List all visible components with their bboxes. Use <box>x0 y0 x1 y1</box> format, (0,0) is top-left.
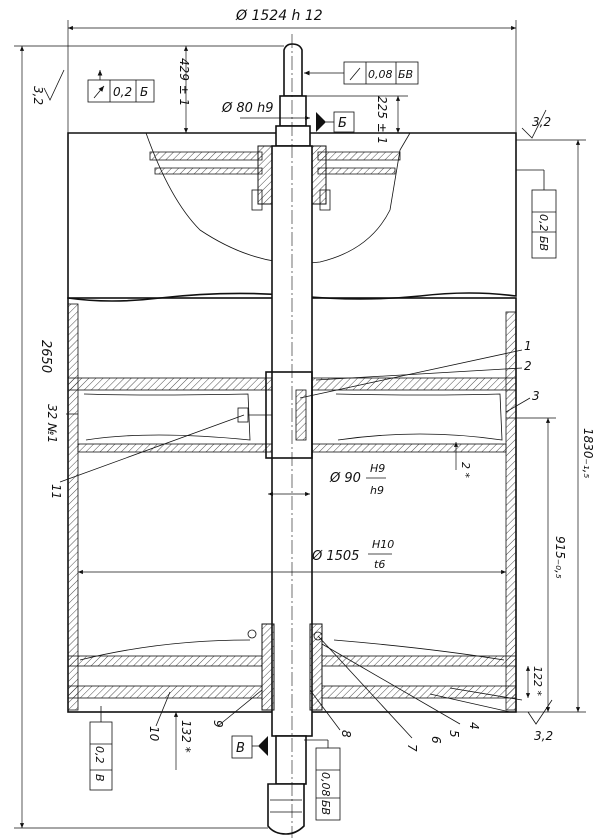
callout-11: 11 <box>49 484 63 499</box>
lower-disc <box>67 623 517 711</box>
tol-bottom-left-value: 0,2 <box>93 746 106 764</box>
callout-9: 9 <box>211 720 225 728</box>
bottom-offset-label: 132 * <box>179 720 193 753</box>
tol-bottom-left-datum: В <box>93 774 106 782</box>
outer-diameter-label: Ø 1524 h 12 <box>235 8 323 24</box>
flange-thickness-label: 122 * <box>531 666 544 696</box>
tol-bottom-shaft-datum: БВ <box>319 800 332 815</box>
callout-5: 5 <box>447 730 461 738</box>
tol-top-shaft-datum: БВ <box>398 68 413 81</box>
tol-bottom-shaft-value: 0,08 <box>319 772 332 797</box>
roughness-marks <box>43 69 553 725</box>
callout-4: 4 <box>467 722 481 730</box>
tolerance-frames <box>87 61 557 821</box>
inner-diameter-label: Ø 1505 <box>311 549 359 564</box>
callout-2: 2 <box>524 359 532 373</box>
shell-length-label: 1830₋₁,₅ <box>581 428 595 478</box>
shaft <box>267 34 313 838</box>
hub-offset-label: 225 ± 1 <box>375 96 389 144</box>
labels: Ø 1524 h 12 2650 429 ± 1 225 ± 1 Ø 80 h9… <box>31 8 595 815</box>
callout-8: 8 <box>339 730 353 738</box>
inner-fit-upper: H10 <box>372 538 394 551</box>
top-offset-label: 429 ± 1 <box>177 58 191 106</box>
callout-1: 1 <box>524 339 532 353</box>
shaft-diameter-label: Ø 80 h9 <box>221 101 274 116</box>
datum-lower: В <box>236 741 245 756</box>
bore-fit-label: Ø 90 <box>329 471 361 486</box>
datum-upper: Б <box>338 116 347 131</box>
tol-top-shaft-value: 0,08 <box>368 68 393 81</box>
half-length-label: 915₋₀,₅ <box>553 536 567 579</box>
side-label: 32 №1 <box>45 404 59 443</box>
callout-3: 3 <box>532 389 540 403</box>
tol-right-value: 0,2 <box>537 214 550 232</box>
dimension-lines <box>14 20 586 829</box>
overall-length-label: 2650 <box>38 340 53 373</box>
inner-fit-lower: t6 <box>374 558 385 571</box>
tol-top-left-datum: Б <box>140 85 148 99</box>
roughness-bottom-right: 3,2 <box>534 729 553 743</box>
roughness-top-left: 3,2 <box>31 86 45 105</box>
roughness-top-right: 3,2 <box>532 115 551 129</box>
callout-6: 6 <box>429 736 443 744</box>
callout-10: 10 <box>147 726 161 742</box>
callout-7: 7 <box>405 744 419 752</box>
callout-leaders <box>59 349 531 739</box>
tol-top-left-value: 0,2 <box>113 85 132 99</box>
middle-disc <box>67 371 517 459</box>
tol-right-datum: БВ <box>537 236 550 251</box>
bore-fit-lower: h9 <box>370 484 384 497</box>
gap-label: 2 * <box>459 462 472 478</box>
bore-fit-upper: H9 <box>370 462 385 475</box>
upper-disc <box>149 145 401 211</box>
